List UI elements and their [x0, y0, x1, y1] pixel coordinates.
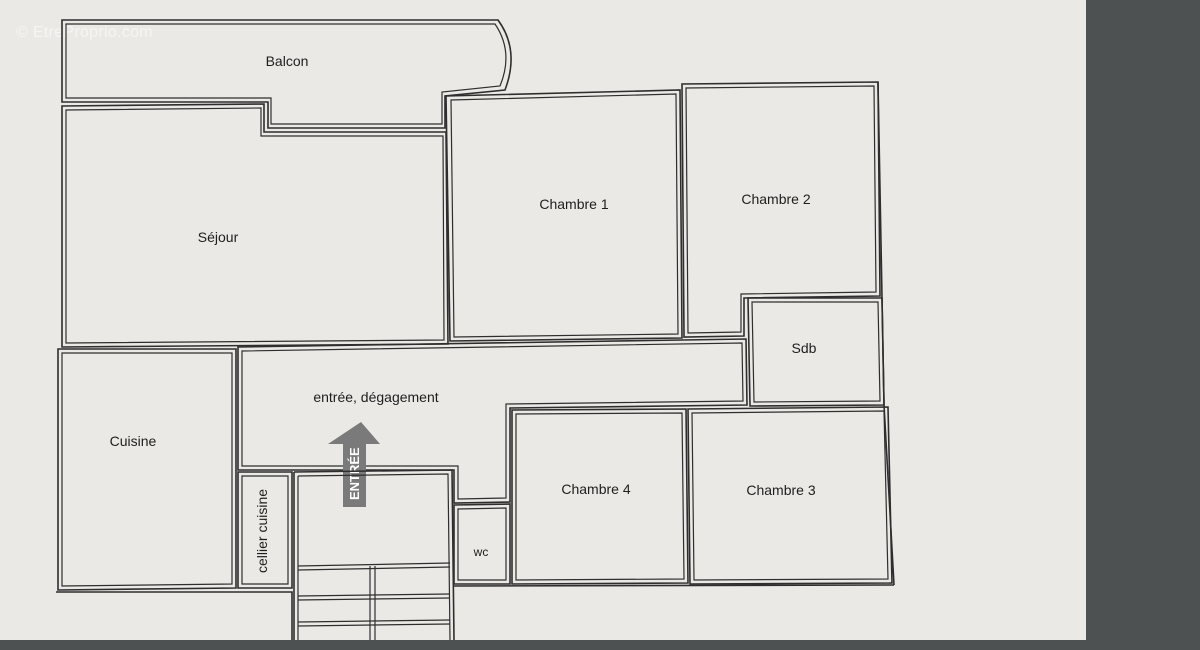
outer-bottom-wall	[56, 81, 895, 640]
room-entree-degagement: entrée, dégagement	[237, 338, 748, 504]
sdb-label: Sdb	[792, 340, 817, 356]
chambre-3-label: Chambre 3	[746, 482, 815, 498]
room-wc: wc	[453, 503, 511, 585]
cellier-label: cellier cuisine	[254, 489, 270, 573]
room-sdb: Sdb	[747, 297, 885, 407]
watermark: © EtreProprio.com	[16, 24, 153, 41]
room-chambre-1: Chambre 1	[445, 89, 683, 342]
room-balcon: Balcon	[61, 19, 512, 129]
room-sejour: Séjour	[61, 103, 449, 348]
room-cuisine: Cuisine	[57, 348, 237, 591]
stairwell	[293, 469, 455, 640]
entree-label: entrée, dégagement	[313, 389, 438, 405]
wc-label: wc	[473, 545, 489, 559]
sejour-label: Séjour	[198, 229, 239, 245]
floor-plan-screen: © EtreProprio.com Balcon Séjour Chambre …	[0, 0, 1086, 640]
room-chambre-3: Chambre 3	[687, 406, 893, 585]
floor-plan: Balcon Séjour Chambre 1 Chambre 2 Sdb	[56, 19, 895, 640]
chambre-1-label: Chambre 1	[539, 196, 608, 212]
chambre-2-label: Chambre 2	[741, 191, 810, 207]
chambre-4-label: Chambre 4	[561, 481, 630, 497]
entry-arrow-label: ENTRÉE	[347, 447, 362, 500]
room-cellier-cuisine: cellier cuisine	[237, 471, 293, 589]
cuisine-label: Cuisine	[110, 433, 157, 449]
entry-arrow: ENTRÉE	[328, 422, 380, 507]
room-chambre-4: Chambre 4	[511, 408, 689, 585]
balcon-label: Balcon	[266, 53, 309, 69]
